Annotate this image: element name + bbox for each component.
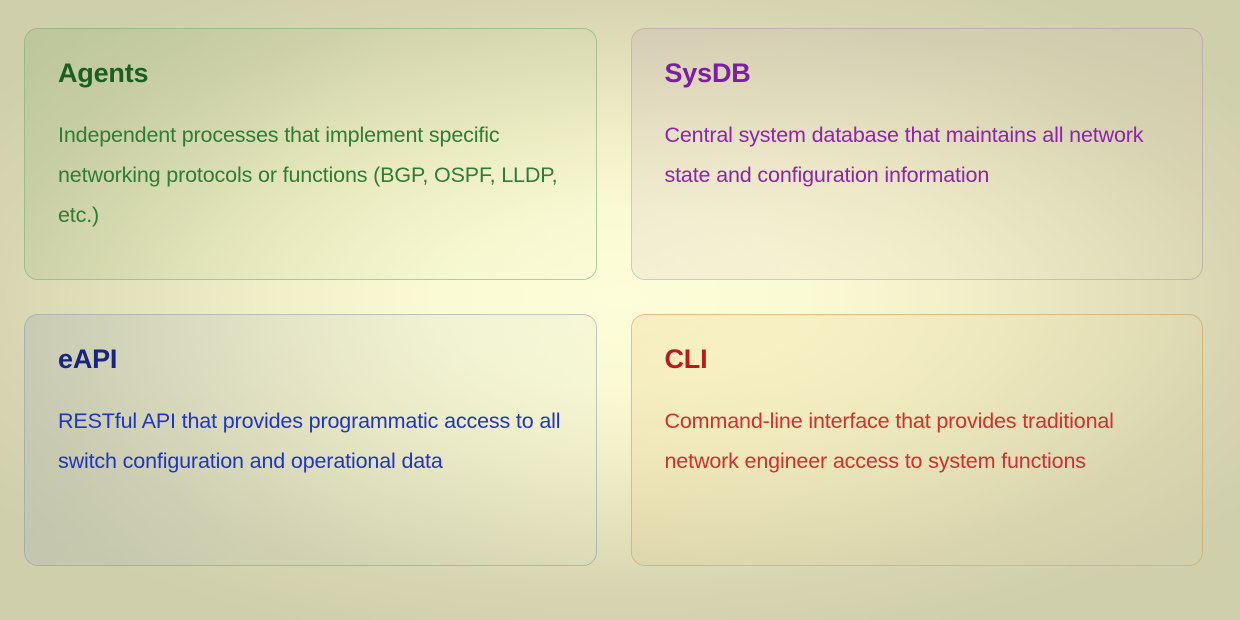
card-cli-title: CLI	[664, 344, 708, 374]
card-sysdb-title: SysDB	[664, 58, 751, 88]
card-eapi-description: RESTful API that provides programmatic a…	[58, 408, 561, 473]
card-agents: Agents Independent processes that implem…	[24, 28, 597, 280]
card-agents-title: Agents	[58, 58, 149, 88]
card-sysdb: SysDB Central system database that maint…	[630, 28, 1203, 280]
card-eapi: eAPI RESTful API that provides programma…	[24, 314, 597, 566]
card-cli-description: Command-line interface that provides tra…	[664, 408, 1114, 473]
card-sysdb-description: Central system database that maintains a…	[664, 122, 1144, 187]
card-eapi-title: eAPI	[58, 344, 118, 374]
card-agents-description: Independent processes that implement spe…	[58, 122, 558, 227]
card-cli: CLI Command-line interface that provides…	[630, 314, 1203, 566]
